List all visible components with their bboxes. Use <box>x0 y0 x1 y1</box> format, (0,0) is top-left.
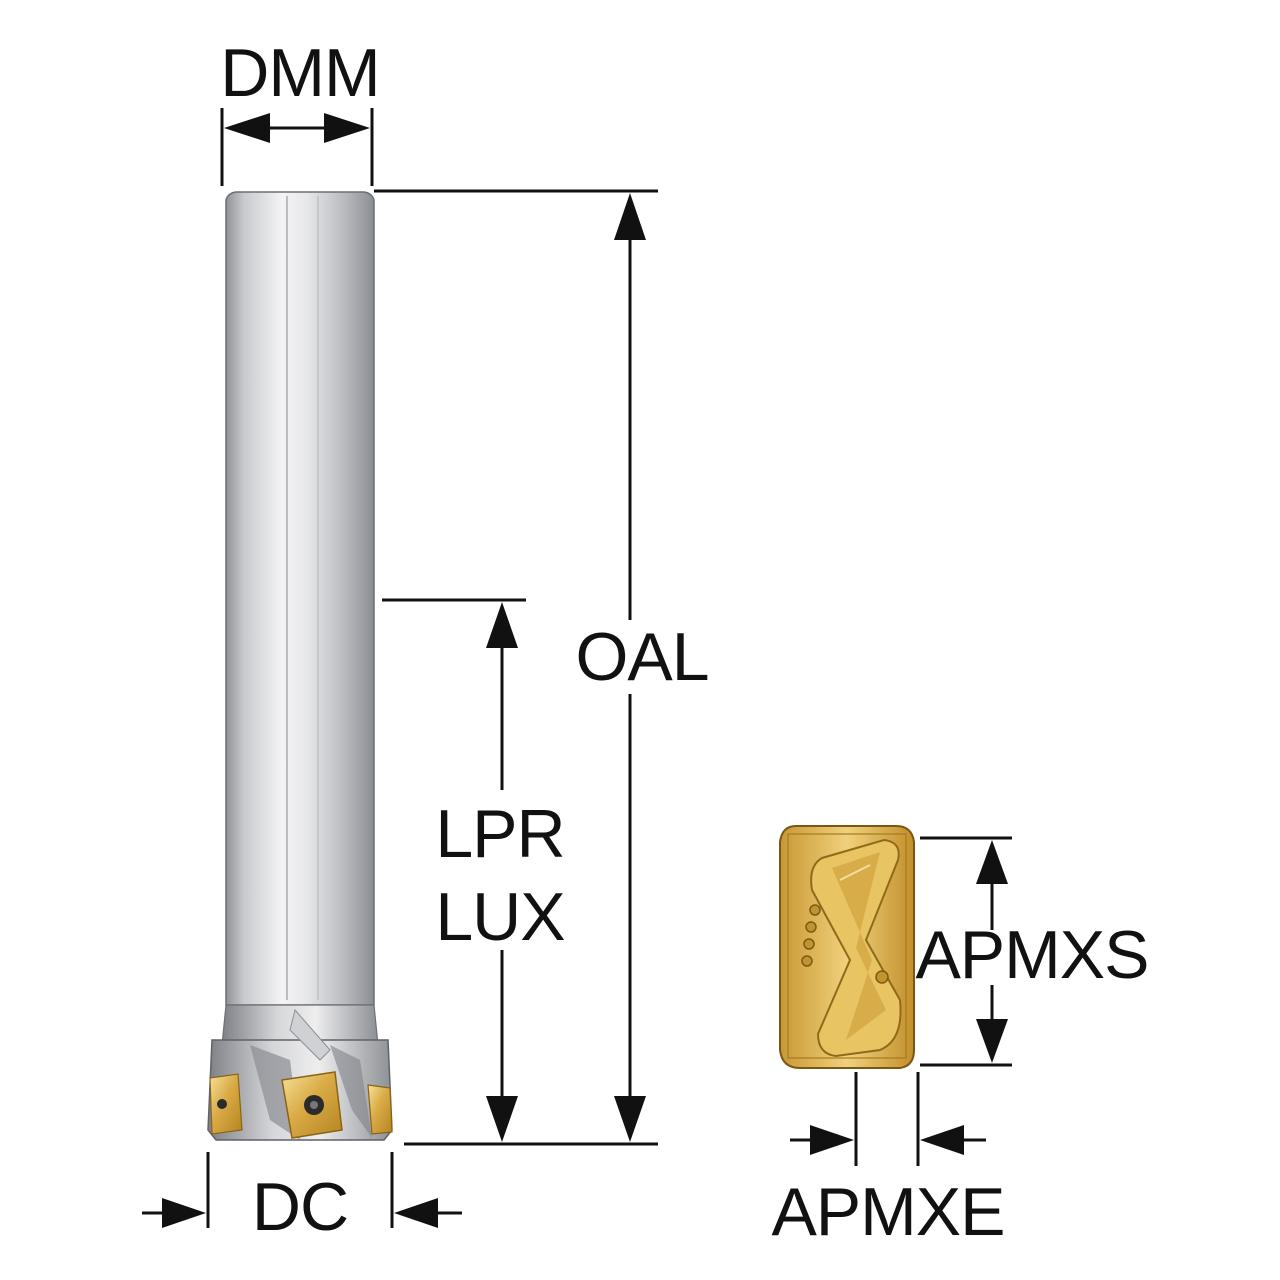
insert-dots <box>801 904 889 984</box>
arrow-left-icon <box>394 1198 438 1228</box>
apmxe-dimension: APMXE <box>771 1072 1006 1250</box>
apmxe-label: APMXE <box>771 1174 1004 1250</box>
lpr-label: LPR <box>435 796 564 872</box>
arrow-down-icon <box>486 1096 518 1142</box>
oal-dimension: OAL <box>374 189 710 1146</box>
dmm-dimension: DMM <box>220 35 381 186</box>
apmxs-label: APMXS <box>915 917 1148 993</box>
dc-label: DC <box>252 1169 348 1245</box>
head-insert-right <box>367 1084 393 1135</box>
arrow-up-icon <box>976 840 1008 884</box>
dc-dimension: DC <box>142 1152 462 1245</box>
arrow-right-icon <box>324 113 370 143</box>
arrow-right-icon <box>810 1125 854 1155</box>
dmm-label: DMM <box>220 35 379 111</box>
arrow-right-icon <box>162 1198 206 1228</box>
arrow-left-icon <box>920 1125 964 1155</box>
apmxs-dimension: APMXS <box>915 836 1150 1067</box>
cutter-shank <box>225 191 375 1006</box>
lux-label: LUX <box>435 879 564 955</box>
arrow-up-icon <box>486 602 518 648</box>
lpr-lux-dimension: LPR LUX <box>382 598 566 1142</box>
end-mill-cutter <box>207 191 393 1141</box>
arrow-up-icon <box>614 193 646 240</box>
cutting-insert <box>779 825 915 1069</box>
oal-label: OAL <box>575 619 708 695</box>
arrow-down-icon <box>976 1019 1008 1063</box>
arrow-down-icon <box>614 1096 646 1142</box>
arrow-left-icon <box>224 113 270 143</box>
